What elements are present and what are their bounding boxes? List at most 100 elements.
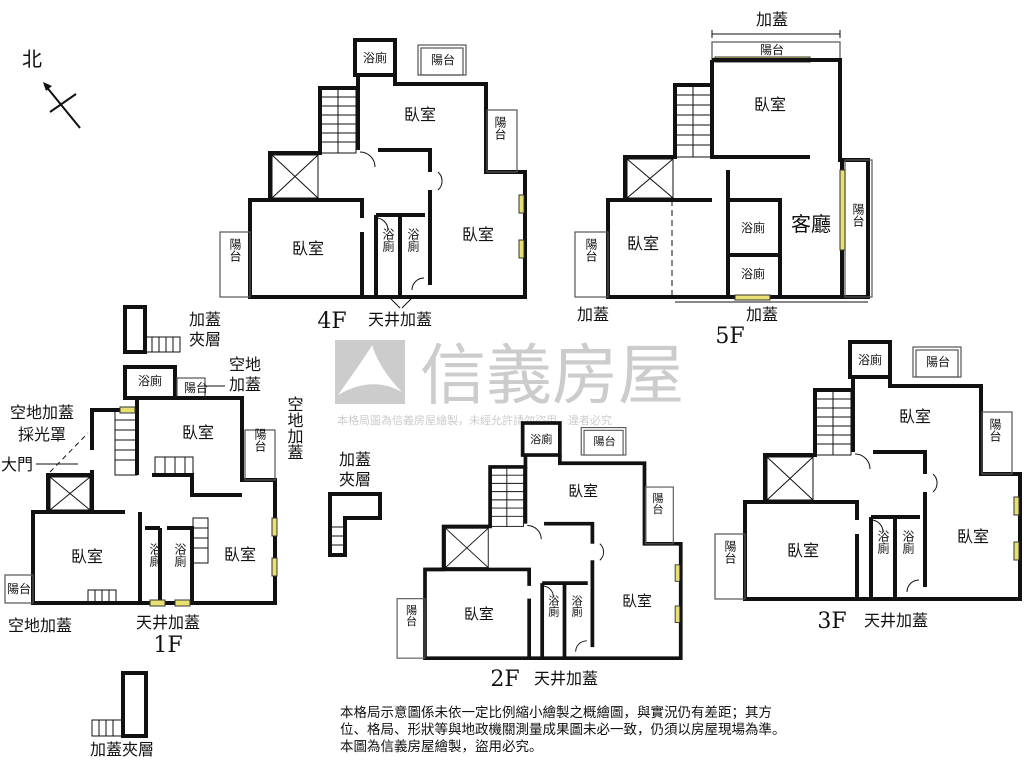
exterior-wall — [743, 377, 1022, 601]
disclaimer-note: 本格局示意圖係未依一定比例縮小繪製之概繪圖，與實況仍有差距；其方 位、格局、形狀… — [340, 705, 840, 756]
room-bathroom: 浴廁 — [148, 543, 162, 568]
interior-walls — [745, 390, 927, 599]
room-bathroom: 浴廁 — [570, 595, 583, 618]
balcony-rail-left — [396, 598, 426, 659]
room-bathroom: 浴廁 — [138, 373, 162, 388]
room-bedroom: 臥室 — [292, 239, 324, 258]
balcony-rail-right — [644, 486, 674, 545]
balcony-rail-left — [219, 231, 251, 298]
balcony-rail-right — [981, 411, 1013, 475]
mezzanine-label: 夾層 — [339, 470, 371, 489]
vacant-lot-addition-label: 空地加蓋 — [8, 616, 72, 635]
room-bathroom: 浴廁 — [363, 50, 387, 65]
lightwell-addition-label: 天井加蓋 — [368, 310, 432, 329]
addition-label: 加蓋 — [746, 305, 778, 324]
room-balcony: 陽台 — [760, 42, 784, 57]
lightwell-addition-label: 天井加蓋 — [534, 669, 598, 688]
shaft — [766, 456, 814, 501]
room-bedroom: 臥室 — [568, 483, 598, 500]
room-balcony: 陽台 — [988, 418, 1002, 442]
note-line: 本圖為信義房屋繪製，盜用必究。 — [340, 739, 543, 755]
mezzanine-top — [123, 305, 181, 354]
mezzanine-bottom — [91, 671, 148, 738]
room-bedroom: 臥室 — [627, 234, 659, 253]
balcony-rail-left — [714, 533, 746, 600]
room-balcony: 陽台 — [851, 203, 865, 227]
room-bathroom: 浴廁 — [547, 595, 560, 618]
floor-2f-rooms: 臥室 浴廁 陽台 陽台 臥室 浴廁 浴廁 臥室 陽台 — [396, 421, 683, 660]
floor-3f-rooms: 臥室 浴廁 陽台 陽台 臥室 浴廁 浴廁 臥室 陽台 — [714, 340, 1022, 601]
north-label: 北 — [22, 47, 42, 71]
room-bathroom: 浴廁 — [901, 530, 915, 555]
addition-label: 加蓋 — [577, 305, 609, 324]
room-bathroom: 浴廁 — [741, 220, 765, 235]
room-bedroom: 臥室 — [404, 105, 436, 124]
vacant-lot-addition-label: 空地加蓋 — [10, 403, 74, 422]
mezzanine-label: 夾層 — [189, 330, 221, 349]
room-bedroom: 臥室 — [462, 225, 494, 244]
room-balcony: 陽台 — [228, 238, 242, 262]
shaft — [444, 527, 489, 569]
room-balcony: 陽台 — [184, 380, 208, 395]
north-arrow-icon — [43, 82, 81, 129]
room-bathroom: 浴廁 — [406, 228, 420, 253]
room-bathroom: 浴廁 — [741, 266, 765, 281]
bathroom-wall — [848, 340, 892, 379]
room-balcony: 陽台 — [926, 354, 950, 369]
room-bathroom: 浴廁 — [173, 543, 187, 568]
floor-4f-plan: 臥室 浴廁 陽台 陽台 臥室 浴廁 浴廁 臥室 陽台 — [219, 38, 527, 299]
room-bedroom: 臥室 — [182, 423, 214, 442]
room-bedroom: 臥室 — [464, 606, 494, 623]
watermark-notice: 本格局圖為信義房屋繪製，未經允許請勿盜用，違者必究 — [337, 413, 612, 427]
skylight-label: 採光罩 — [18, 425, 66, 444]
floor-label-1f: 1F — [153, 633, 182, 658]
lightwell-addition-label: 天井加蓋 — [136, 613, 200, 632]
watermark-brand: 信義房屋 — [420, 337, 684, 414]
mezzanine-label: 加蓋 — [189, 310, 221, 329]
stairs — [489, 466, 525, 527]
mezzanine-middle — [328, 492, 382, 557]
floor-label-2f: 2F — [490, 667, 519, 692]
bathroom-wall — [353, 38, 397, 77]
watermark-logo-icon — [335, 340, 405, 404]
room-living-room: 客廳 — [791, 212, 831, 236]
room-bathroom: 浴廁 — [858, 352, 882, 367]
room-bathroom: 浴廁 — [876, 530, 890, 555]
lightwell-addition-label: 天井加蓋 — [864, 611, 928, 630]
exterior-wall — [248, 75, 527, 299]
watermark: 信義房屋 本格局圖為信義房屋繪製，未經允許請勿盜用，違者必究 — [335, 337, 684, 427]
bathroom-wall — [520, 421, 562, 457]
room-bedroom: 臥室 — [957, 527, 989, 546]
room-balcony: 陽台 — [253, 428, 267, 452]
room-bedroom: 臥室 — [622, 593, 652, 610]
room-balcony: 陽台 — [723, 540, 737, 564]
room-balcony: 陽台 — [431, 52, 455, 67]
room-bathroom: 浴廁 — [381, 228, 395, 253]
floor-5f-plan: 臥室 臥室 浴廁 浴廁 客廳 陽台 陽台 陽台 — [574, 41, 873, 301]
vacant-lot-addition-label: 空地加蓋 — [285, 396, 304, 460]
mezzanine-label: 加蓋夾層 — [90, 740, 154, 759]
note-line: 本格局示意圖係未依一定比例縮小繪製之概繪圖，與實況仍有差距；其方 — [340, 705, 772, 721]
room-bedroom: 臥室 — [899, 407, 931, 426]
addition-label: 加蓋 — [756, 10, 788, 29]
shaft — [271, 154, 319, 199]
floor-label-5f: 5F — [715, 324, 744, 349]
mezzanine-label: 加蓋 — [339, 450, 371, 469]
interior-walls — [425, 466, 595, 659]
room-bedroom: 臥室 — [754, 95, 786, 114]
exterior-wall — [423, 455, 683, 660]
addition-label: 加蓋 — [229, 375, 261, 394]
floor-3f-plan: 臥室 浴廁 陽台 陽台 臥室 浴廁 浴廁 臥室 陽台 — [714, 340, 1022, 601]
interior-walls — [250, 88, 432, 297]
floor-1f-plan: 臥室 臥室 臥室 浴廁 浴廁 浴廁 陽台 陽台 陽台 — [4, 365, 278, 607]
floor-label-4f: 4F — [317, 309, 346, 334]
room-balcony: 陽台 — [404, 604, 417, 626]
balcony-rail-right — [486, 109, 518, 173]
room-bedroom: 臥室 — [787, 541, 819, 560]
exterior-wall — [606, 58, 870, 299]
room-bathroom: 浴廁 — [530, 432, 552, 446]
floor-2f-plan: 臥室 浴廁 陽台 陽台 臥室 浴廁 浴廁 臥室 陽台 — [396, 421, 683, 660]
room-balcony: 陽台 — [493, 116, 507, 140]
note-line: 位、格局、形狀等與地政機關測量成果圖未必一致，仍須以房屋現場為準。 — [340, 722, 786, 738]
